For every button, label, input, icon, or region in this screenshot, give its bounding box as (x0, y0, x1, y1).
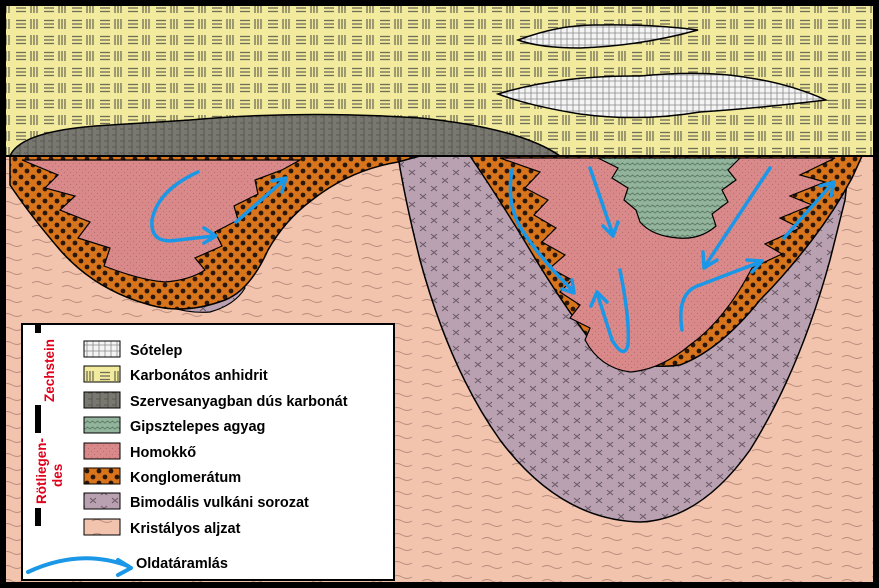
legend: Zechstein Rötliegen- des Sótelep Karboná… (22, 324, 394, 580)
rotliegendes-bar (35, 508, 41, 526)
zechstein-bar (35, 405, 41, 433)
rotliegendes-label-line2: des (50, 464, 65, 487)
rotliegendes-label-line1: Rötliegen- (34, 438, 49, 504)
swatch-organic-carbonate (84, 392, 120, 408)
legend-label-sandstone: Homokkő (130, 445, 196, 461)
legend-label-conglomerate: Konglomerátum (130, 470, 241, 486)
legend-label-volcanic: Bimodális vulkáni sorozat (130, 495, 309, 511)
legend-label-basement: Kristályos aljzat (130, 521, 241, 537)
legend-label-gypsum-clay: Gipsztelepes agyag (130, 419, 265, 435)
swatch-volcanic (84, 493, 120, 509)
swatch-gypsum-clay (84, 417, 120, 433)
legend-label-halite: Sótelep (130, 343, 183, 359)
swatch-basement (84, 519, 120, 535)
swatch-conglomerate (84, 468, 120, 484)
swatch-sandstone (84, 443, 120, 459)
swatch-halite (84, 341, 120, 357)
swatch-anhydrite (84, 366, 120, 382)
legend-label-flow: Oldatáramlás (136, 556, 228, 572)
legend-label-anhydrite: Karbonátos anhidrit (130, 368, 268, 384)
legend-box (22, 324, 394, 580)
zechstein-bar (35, 325, 41, 333)
zechstein-label: Zechstein (42, 339, 57, 402)
legend-label-organic-carbonate: Szervesanyagban dús karbonát (130, 394, 348, 410)
